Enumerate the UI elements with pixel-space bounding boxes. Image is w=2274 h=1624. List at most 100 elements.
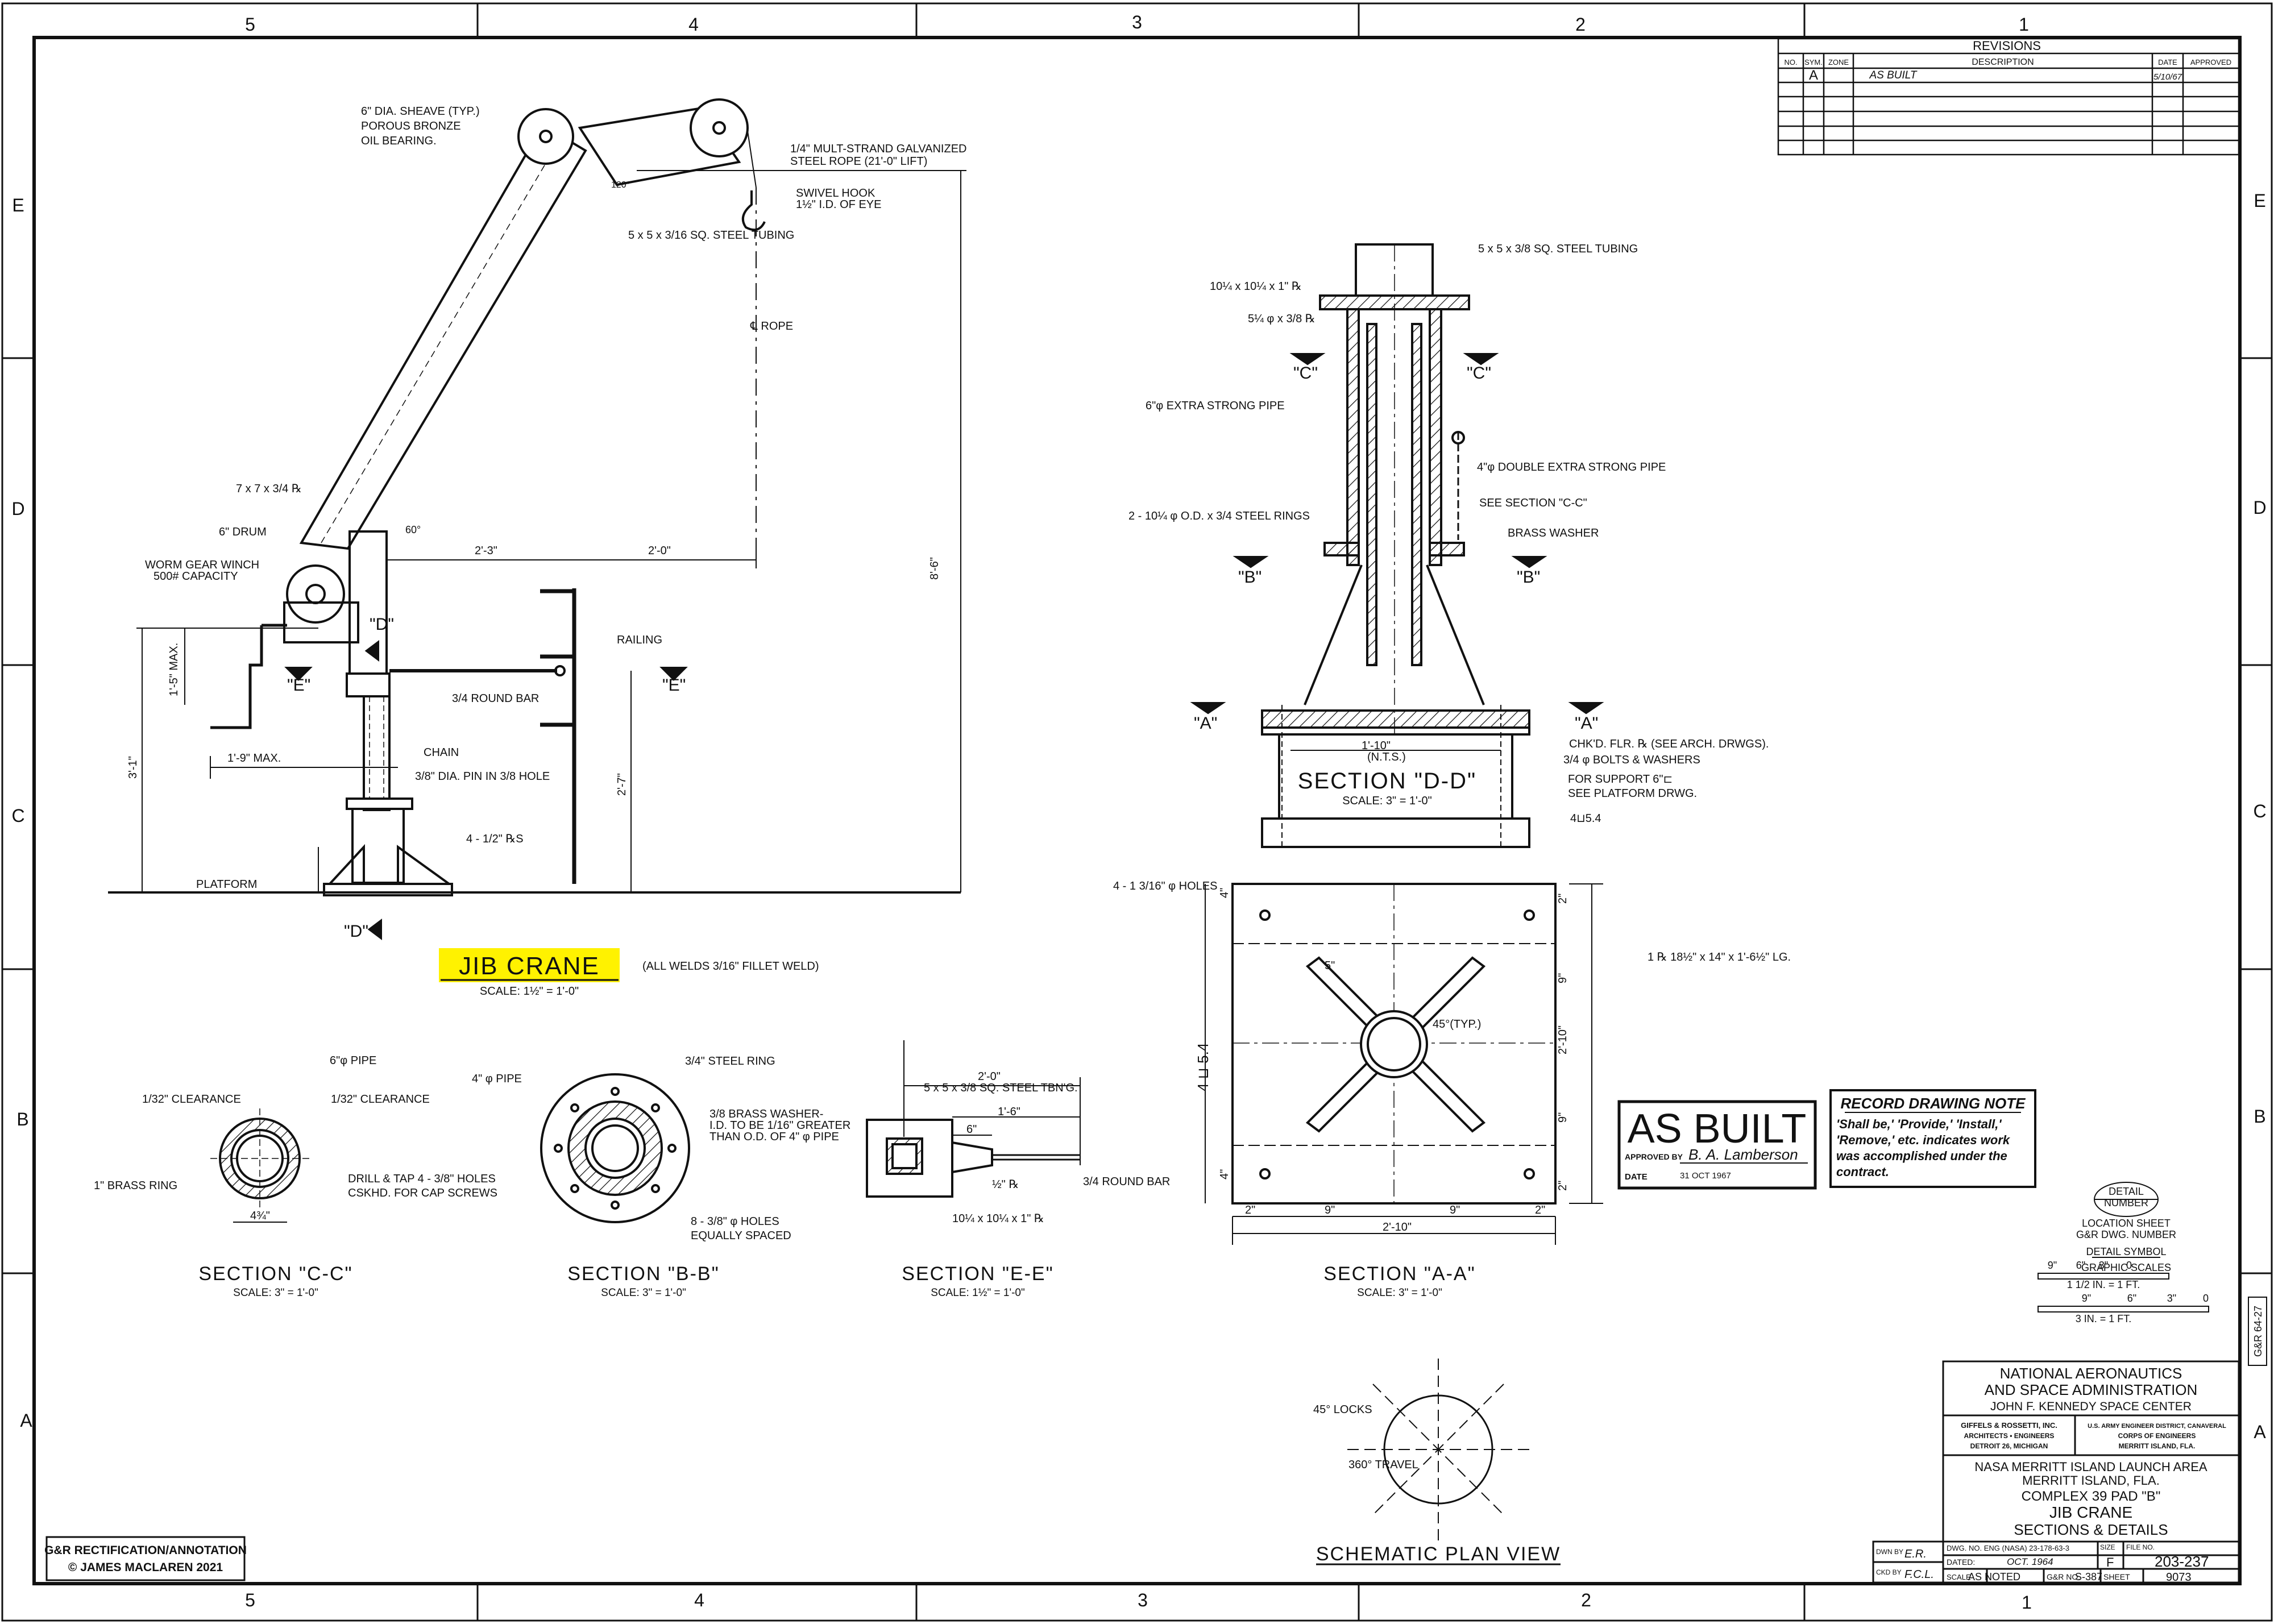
legend-location: G&R DWG. NUMBER: [2076, 1229, 2176, 1240]
schematic-labels: 45° LOCKS 360° TRAVEL: [1313, 1403, 1418, 1471]
label-plate: 7 x 7 x 3/4 ℞: [236, 483, 302, 495]
col-label: 3: [1132, 12, 1142, 32]
section-aa-labels: 4 - 1 3/16" φ HOLES 1 ℞ 18½" x 14" x 1'-…: [1113, 880, 1791, 1233]
section-marker-a: "A": [1575, 714, 1598, 733]
stamp-date: 31 OCT 1967: [1680, 1171, 1731, 1181]
section-marker-d: "D": [370, 615, 394, 634]
revisions-title: REVISIONS: [1973, 39, 2041, 53]
file-value: 203-237: [2155, 1553, 2209, 1570]
file-label: FILE NO.: [2126, 1543, 2155, 1551]
label-rope: STEEL ROPE (21'-0" LIFT): [790, 155, 927, 168]
section-aa-scale: SCALE: 3" = 1'-0": [1357, 1287, 1442, 1299]
scale-label: 1 1/2 IN. = 1 FT.: [2067, 1279, 2140, 1290]
dim-cc: 4¾": [250, 1210, 270, 1222]
label-angle: 60°: [405, 524, 421, 535]
drawn-label: DWN BY: [1876, 1548, 1903, 1556]
drawn-by: E.R.: [1904, 1548, 1927, 1560]
row-label: C: [11, 805, 24, 826]
label-tubing: 5 x 5 x 3/16 SQ. STEEL TUBING: [628, 229, 794, 242]
section-bb-labels: 4" φ PIPE 3/4" STEEL RING 3/8 BRASS WASH…: [472, 1055, 850, 1242]
col-label: 3: [1138, 1590, 1148, 1610]
dim-5: 5": [1325, 960, 1335, 972]
scale-label: SCALE: [1947, 1573, 1971, 1581]
scale-tick: 9": [2048, 1260, 2057, 1271]
label-hook: SWIVEL HOOK: [796, 187, 875, 200]
note-line: 'Remove,' etc. indicates work: [1836, 1133, 2011, 1147]
row-label: D: [2253, 497, 2266, 518]
label-holes: 4 - 1 3/16" φ HOLES: [1113, 880, 1218, 892]
main-view-scale: SCALE: 1½" = 1'-0": [480, 985, 579, 998]
label-chain: CHAIN: [424, 746, 459, 759]
dim-2-0: 2'-0": [978, 1070, 1001, 1083]
col-label: 1: [2019, 14, 2029, 35]
label-support: SEE PLATFORM DRWG.: [1568, 787, 1697, 800]
scale-tick: 6": [2076, 1260, 2085, 1271]
agency-line: AND SPACE ADMINISTRATION: [1985, 1381, 2198, 1398]
corps-line: CORPS OF ENGINEERS: [2118, 1432, 2196, 1440]
dim-2: 2": [1557, 894, 1569, 904]
rev-col-header: APPROVED: [2190, 58, 2231, 67]
title-block: NATIONAL AERONAUTICS AND SPACE ADMINISTR…: [1872, 1360, 2240, 1584]
scale-tick: 0: [2203, 1293, 2209, 1304]
scale-value: AS NOTED: [1968, 1571, 2020, 1583]
label-brass-ring: 1" BRASS RING: [94, 1179, 177, 1192]
label-travel: 360° TRAVEL: [1348, 1459, 1418, 1471]
size-value: F: [2106, 1555, 2114, 1569]
section-dd-scale: SCALE: 3" = 1'-0": [1342, 795, 1432, 807]
section-aa-title: SECTION "A-A": [1323, 1263, 1475, 1285]
section-marker-a: "A": [1194, 714, 1217, 733]
scale-tick: 3": [2167, 1293, 2176, 1304]
gr-label: G&R NO.: [2047, 1572, 2080, 1581]
dim-4: 4": [1218, 1169, 1231, 1179]
dim-1-10: 1'-10": [1362, 740, 1391, 752]
section-marker-b: "B": [1238, 568, 1262, 587]
firm-line: GIFFELS & ROSSETTI, INC.: [1961, 1421, 2057, 1430]
dim-2: 2": [1535, 1204, 1545, 1216]
credit-box: G&R RECTIFICATION/ANNOTATION © JAMES MAC…: [44, 1536, 247, 1581]
dim-2-3: 2'-3": [475, 545, 497, 557]
legend-location: LOCATION SHEET: [2082, 1218, 2171, 1229]
section-aa-drawing: [1205, 883, 1603, 1245]
note-line: was accomplished under the: [1836, 1149, 2007, 1163]
dim-6: 6": [966, 1123, 977, 1136]
label-clearance: 1/32" CLEARANCE: [331, 1093, 430, 1106]
label-winch: WORM GEAR WINCH: [145, 559, 259, 571]
label-round-bar: 3/4 ROUND BAR: [452, 692, 539, 705]
dim-2-10: 2'-10": [1557, 1025, 1569, 1054]
rev-description: AS BUILT: [1869, 69, 1917, 81]
section-cc-drawing: [210, 1108, 310, 1223]
dim-2-7: 2'-7": [616, 773, 628, 796]
checked-by: F.C.L.: [1904, 1568, 1934, 1581]
rev-col-header: SYM.: [1804, 58, 1823, 67]
label-bolts: 3/4 φ BOLTS & WASHERS: [1563, 754, 1700, 766]
label-pipe4: 4"φ DOUBLE EXTRA STRONG PIPE: [1477, 461, 1666, 474]
label-drill: DRILL & TAP 4 - 3/8" HOLES: [348, 1173, 496, 1185]
dim-1-5: 1'-5" MAX.: [168, 643, 180, 696]
legend-detail: NUMBER: [2104, 1197, 2148, 1208]
firm-line: ARCHITECTS • ENGINEERS: [1964, 1432, 2055, 1440]
col-label: 4: [688, 14, 699, 35]
label-sheave: 6" DIA. SHEAVE (TYP.): [361, 105, 480, 118]
label-plate: 10¼ x 10¼ x 1" ℞: [1210, 280, 1302, 293]
label-locks: 45° LOCKS: [1313, 1403, 1372, 1416]
label-ribs: 4 - 1/2" ℞S: [466, 833, 524, 845]
label-drill: CSKHD. FOR CAP SCREWS: [348, 1187, 497, 1199]
label-holes: EQUALLY SPACED: [691, 1230, 791, 1242]
section-dd-title: SECTION "D-D": [1298, 769, 1476, 794]
label-steel-ring: 3/4" STEEL RING: [685, 1055, 775, 1068]
dated-value: OCT. 1964: [2007, 1556, 2053, 1567]
row-label: E: [2254, 190, 2265, 211]
dim-4: 4": [1218, 888, 1231, 898]
label-angle: 120°: [611, 180, 630, 190]
section-marker-e: "E": [287, 676, 310, 695]
label-holes: 8 - 3/8" φ HOLES: [691, 1215, 779, 1228]
label-tube: 5 x 5 x 3/8 SQ. STEEL TBN'G.: [924, 1082, 1078, 1094]
legend-block: DETAIL NUMBER LOCATION SHEET G&R DWG. NU…: [2038, 1182, 2209, 1324]
zone-labels: 5 4 3 2 1 5 4 3 2 1 E D C B A E D C B A: [11, 12, 2266, 1613]
agency-line: NATIONAL AERONAUTICS: [2000, 1365, 2182, 1382]
as-built-stamp: AS BUILT APPROVED BY B. A. Lamberson DAT…: [1617, 1100, 1817, 1190]
label-support: FOR SUPPORT 6"⊏: [1568, 773, 1673, 786]
section-bb-scale: SCALE: 3" = 1'-0": [601, 1287, 686, 1299]
label-clearance: 1/32" CLEARANCE: [142, 1093, 241, 1106]
